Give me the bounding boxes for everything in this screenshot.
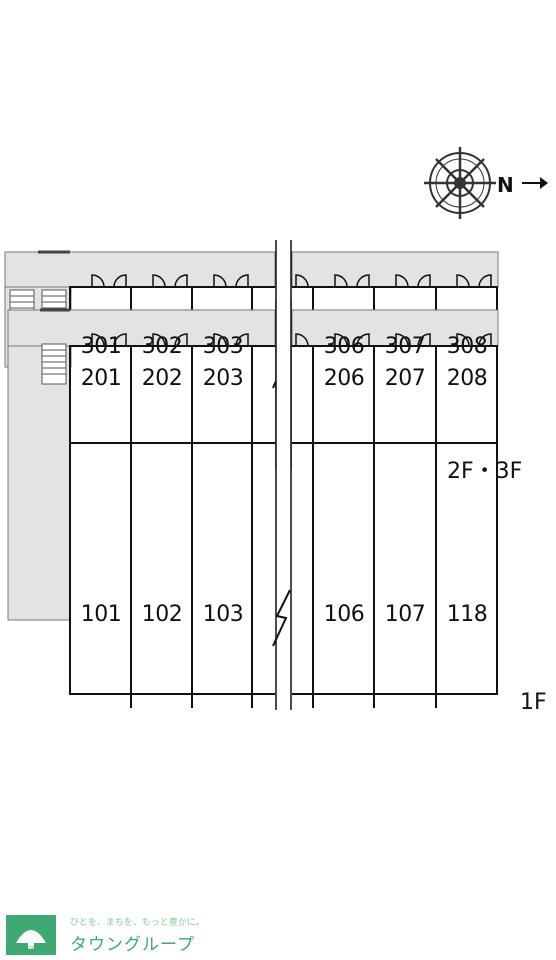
unit-number-3f: 301	[80, 334, 122, 359]
unit-number-1f: 103	[202, 602, 244, 627]
logo-small-text: TOWN GROUP	[11, 946, 47, 952]
floor-label-upper: 2F・3F	[447, 459, 523, 484]
unit-number-3f: 302	[141, 334, 183, 359]
logo-name: タウングループ	[70, 935, 195, 955]
unit-label: 306 206	[315, 331, 373, 395]
unit-number-1f: 106	[323, 602, 365, 627]
staircase-icon-1f	[41, 343, 67, 385]
door-icons	[91, 274, 492, 288]
compass-north-label: N	[497, 173, 514, 197]
unit-number-1f: 118	[446, 602, 488, 627]
unit-number-2f: 201	[80, 366, 122, 391]
door-icons-1f	[91, 333, 492, 347]
compass-icon	[424, 147, 548, 219]
unit-number-3f: 308	[446, 334, 488, 359]
unit-number-1f: 102	[141, 602, 183, 627]
unit-number-2f: 206	[323, 366, 365, 391]
unit-label: 307 207	[376, 331, 434, 395]
unit-number-3f: 303	[202, 334, 244, 359]
unit-number-2f: 208	[446, 366, 488, 391]
unit-number-2f: 202	[141, 366, 183, 391]
unit-label: 308 208	[438, 331, 496, 395]
unit-number-3f: 307	[384, 334, 426, 359]
lower-block	[7, 300, 499, 710]
unit-label: 302 202	[133, 331, 191, 395]
floor-label-lower: 1F	[520, 690, 547, 715]
unit-number-1f: 107	[384, 602, 426, 627]
logo-tagline: ひとを、まちを、もっと豊かに。	[70, 918, 205, 928]
unit-label: 303 203	[194, 331, 252, 395]
unit-number-2f: 207	[384, 366, 426, 391]
unit-number-2f: 203	[202, 366, 244, 391]
town-group-logo-icon	[6, 915, 56, 955]
unit-number-3f: 306	[323, 334, 365, 359]
unit-label: 301 201	[72, 331, 130, 395]
unit-number-1f: 101	[80, 602, 122, 627]
